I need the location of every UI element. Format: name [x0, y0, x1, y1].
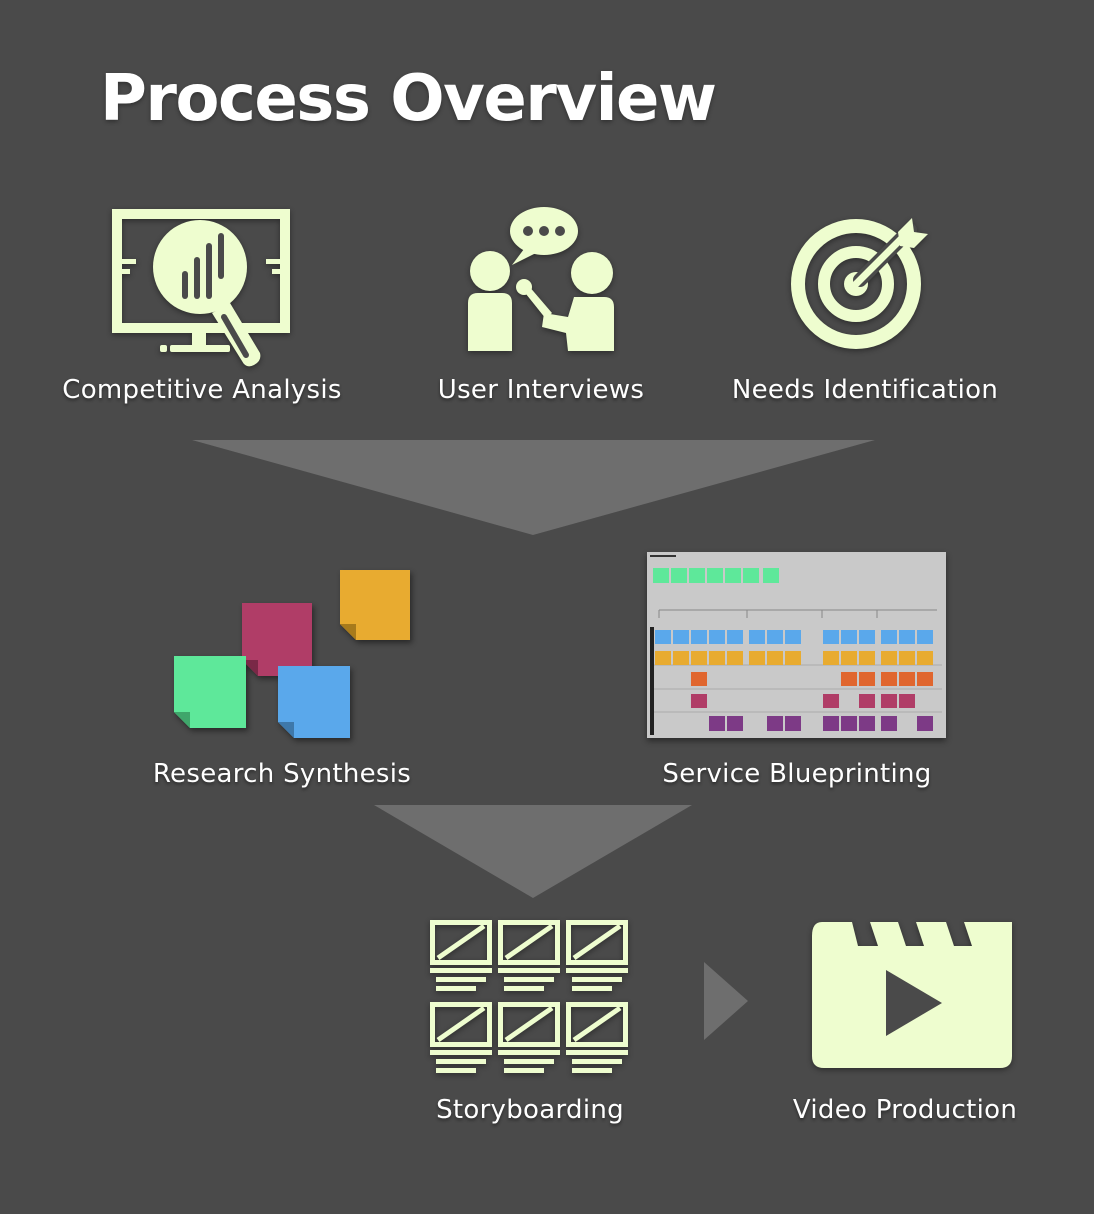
- sticky-notes-icon: [174, 570, 410, 738]
- service-blueprinting-label: Service Blueprinting: [662, 759, 932, 789]
- competitive-analysis-label: Competitive Analysis: [62, 375, 342, 405]
- monitor-magnifier-icon: [112, 209, 290, 367]
- interview-icon: [468, 207, 614, 351]
- storyboarding-label: Storyboarding: [436, 1095, 624, 1125]
- user-interviews-label: User Interviews: [437, 375, 645, 405]
- arrow-right-icon: [704, 962, 748, 1040]
- target-icon: [791, 218, 928, 349]
- research-synthesis-label: Research Synthesis: [152, 759, 412, 789]
- blueprint-thumbnail: [647, 552, 946, 738]
- clapperboard-icon: [812, 922, 1012, 1068]
- storyboard-icon: [428, 918, 633, 1078]
- video-production-label: Video Production: [792, 1095, 1018, 1125]
- needs-identification-label: Needs Identification: [731, 375, 999, 405]
- page-title: Process Overview: [100, 62, 717, 136]
